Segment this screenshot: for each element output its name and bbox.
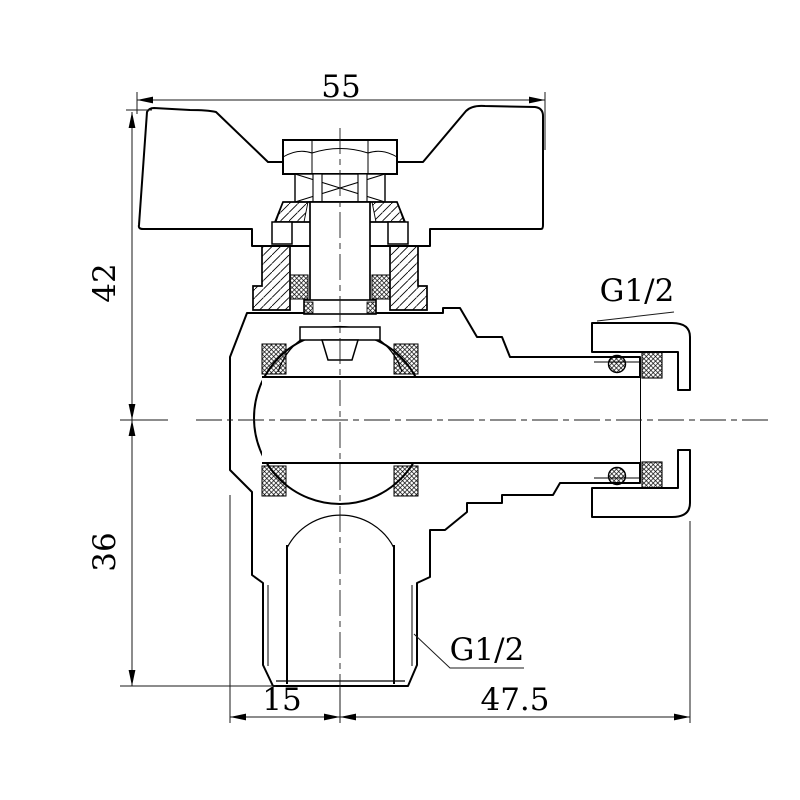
- bonnet-wall-left: [252, 245, 291, 311]
- arrow-47-left: [340, 713, 356, 721]
- union-nut: [591, 322, 691, 518]
- stem-packing-left: [289, 274, 309, 300]
- seat-top-right: [393, 343, 419, 375]
- dimension-36: 36: [87, 420, 276, 687]
- gland-follower-left: [271, 221, 293, 245]
- seat-top-left: [261, 343, 287, 375]
- stem-post-right: [357, 173, 368, 203]
- body-section: [229, 307, 641, 687]
- bottom-thread-text: G1/2: [450, 632, 525, 668]
- centerlines: [196, 128, 770, 718]
- stem-assembly: [252, 173, 428, 361]
- thrust-seal-right: [366, 301, 377, 314]
- arrow-36-bottom: [128, 670, 136, 686]
- seat-bottom-left: [261, 465, 287, 497]
- side-thread-underline: [596, 311, 675, 322]
- arrow-36-top: [128, 420, 136, 436]
- label-bottom-thread: G1/2: [413, 632, 525, 669]
- dimension-55: 55: [136, 69, 546, 150]
- dimension-42: 42: [87, 109, 168, 421]
- ball-seats: [261, 343, 419, 497]
- dim-36-text: 36: [87, 532, 123, 571]
- side-bore-walls: [262, 376, 640, 464]
- arrow-15-right: [324, 713, 340, 721]
- o-ring-top: [607, 354, 627, 374]
- bottom-thread-roots: [267, 585, 413, 666]
- label-side-thread: G1/2: [596, 273, 675, 322]
- arrow-55-left: [137, 96, 153, 104]
- gasket-top: [641, 351, 663, 379]
- dim-55-text: 55: [321, 69, 360, 105]
- dimension-15: 15: [229, 495, 341, 723]
- stem-packing-right: [371, 274, 391, 300]
- bonnet-wall-right: [389, 245, 428, 311]
- bottom-bore-walls: [286, 545, 395, 684]
- arrow-15-left: [230, 713, 246, 721]
- bottom-bore: [287, 500, 394, 684]
- butterfly-handle: [137, 104, 544, 247]
- dim-47-5-text: 47.5: [480, 682, 549, 718]
- stem-post-left: [312, 173, 323, 203]
- valve-body: [229, 307, 641, 687]
- gland-flange-left: [275, 201, 309, 223]
- dim-15-text: 15: [262, 682, 301, 718]
- arrow-55-right: [529, 96, 545, 104]
- o-ring-bottom: [607, 466, 627, 486]
- hex-nut-facets: [311, 140, 369, 174]
- arrow-42-top: [128, 112, 136, 128]
- gland-follower-right: [387, 221, 409, 245]
- dim-42-text: 42: [87, 263, 123, 302]
- side-thread-text: G1/2: [600, 273, 675, 309]
- union-nut-bottom: [591, 449, 691, 518]
- dimension-47-5: 47.5: [340, 521, 691, 723]
- union-nut-top: [591, 322, 691, 391]
- thrust-seal-left: [303, 301, 314, 314]
- outlet-funnel-arc: [286, 514, 395, 549]
- handle-section: [137, 104, 544, 247]
- bottom-thread-leader: [413, 633, 524, 669]
- arrow-42-bottom: [128, 404, 136, 420]
- gasket-bottom: [641, 461, 663, 489]
- gland-flange-right: [371, 201, 405, 223]
- arrow-47-right: [674, 713, 690, 721]
- seat-bottom-right: [393, 465, 419, 497]
